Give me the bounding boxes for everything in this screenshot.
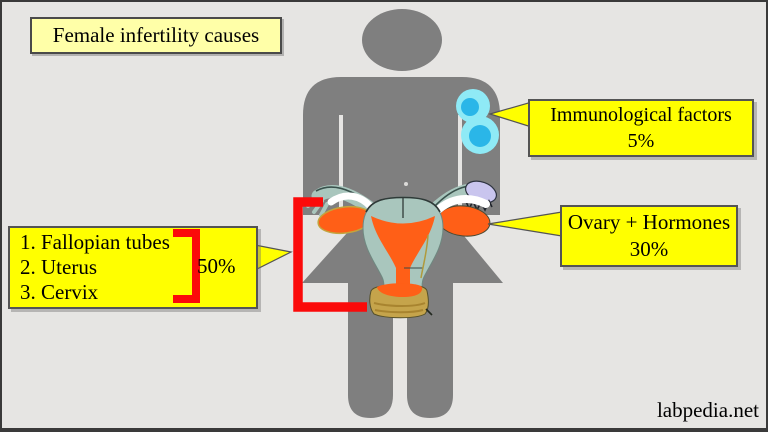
cause-item-uterus: 2. Uterus	[20, 255, 97, 279]
tubal-percentage: 50%	[197, 254, 236, 278]
head	[362, 9, 442, 71]
watermark: labpedia.net	[656, 398, 759, 422]
callout-tubal-causes: 1. Fallopian tubes 2. Uterus 3. Cervix 5…	[8, 226, 258, 309]
immunological-percentage: 5%	[627, 130, 655, 152]
uterus-diagram	[306, 180, 498, 319]
callout-immunological: Immunological factors 5%	[528, 99, 754, 157]
callout-tail-causes	[254, 244, 293, 271]
torso	[303, 77, 500, 215]
callout-ovary-hormones: Ovary + Hormones 30%	[560, 205, 738, 267]
group-bracket-icon	[173, 229, 200, 303]
immunological-label: Immunological factors	[550, 104, 732, 126]
immune-cells-icon	[456, 89, 499, 154]
arm-slit-right	[458, 115, 462, 215]
cause-item-cervix: 3. Cervix	[20, 280, 99, 304]
page-title: Female infertility causes	[30, 17, 282, 54]
ovary-label: Ovary + Hormones	[567, 210, 731, 234]
frame-bottom	[0, 428, 768, 432]
frame-right	[766, 0, 768, 432]
cause-item-fallopian-tubes: 1. Fallopian tubes	[20, 230, 170, 254]
callout-tail-ovary	[487, 211, 563, 237]
frame-top	[0, 0, 768, 2]
arm-slit-left	[339, 115, 343, 215]
frame-left	[0, 0, 2, 432]
red-bracket	[293, 197, 367, 312]
navel-dot	[404, 182, 408, 186]
ovary-percentage: 30%	[629, 237, 669, 261]
causes-list: 1. Fallopian tubes 2. Uterus 3. Cervix	[20, 230, 170, 305]
